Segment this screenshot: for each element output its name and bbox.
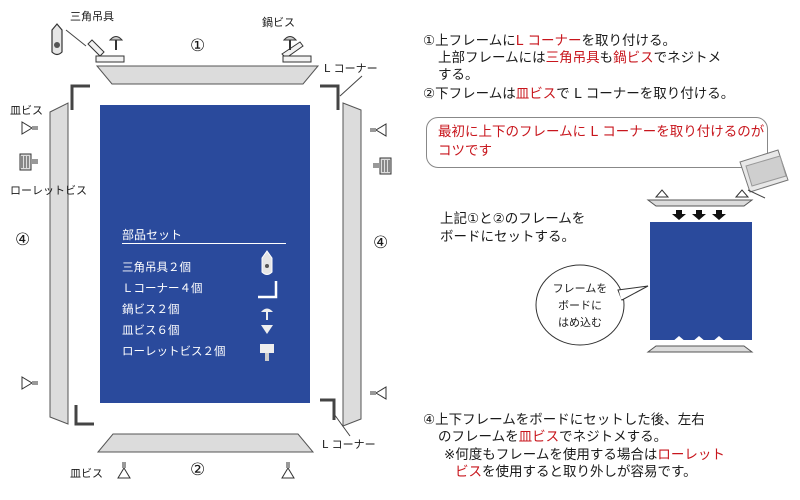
label-knurled-screw: ローレットビス (10, 184, 87, 197)
l-corner-top-left (70, 84, 90, 110)
kit-pan-screw-icon (261, 308, 273, 320)
step1-line3: する。 (438, 67, 479, 83)
kit-item-flat-screw: 皿ビス６個 (122, 323, 180, 337)
step4-line3: ※何度もフレームを使用する場合はローレット (444, 447, 725, 463)
step-number-4-right: ④ (373, 233, 389, 253)
label-hanger: 三角吊具 (70, 10, 114, 23)
flat-screw-icon (281, 462, 295, 479)
inset-diagram (646, 149, 789, 353)
kit-item-knurled-screw: ローレットビス２個 (122, 344, 226, 358)
l-corner-bottom-right (320, 398, 336, 420)
step-number-4-left: ④ (15, 230, 31, 250)
tip-text: 最初に上下のフレームに L コーナーを取り付けるのがコツです (438, 124, 765, 159)
flat-screw-icon (370, 386, 387, 400)
step-number-1: ① (190, 36, 206, 56)
kit-hanger-icon (261, 250, 273, 275)
exploded-diagram (19, 23, 392, 479)
inset-caption: 上記①と②のフレームを ボードにセットする。 (440, 211, 586, 245)
step4-line4: ビスを使用すると取り外しが容易です。 (455, 464, 697, 480)
step4-line1: ④上下フレームをボードにセットした後、左右 (423, 412, 705, 428)
step2-line: ②下フレームは皿ビスで L コーナーを取り付ける。 (423, 86, 735, 102)
flat-screw-icon (21, 121, 38, 135)
flat-screw-icon (370, 123, 387, 137)
label-pan-screw: 鍋ビス (262, 16, 295, 29)
inset-bottom-frame (646, 345, 754, 353)
kit-divider (122, 243, 286, 244)
bottom-frame (96, 433, 315, 453)
kit-item-hanger: 三角吊具２個 (122, 260, 191, 274)
flat-screw-icon (21, 376, 38, 390)
speech-bubble (535, 264, 649, 346)
step-number-2: ② (190, 460, 206, 480)
knurled-screw-icon (373, 157, 392, 175)
corner-detail (739, 149, 789, 199)
kit-knurled-screw-icon (260, 344, 274, 361)
label-corner-bottom: L コーナー (322, 438, 376, 451)
l-corner-top-right (320, 84, 340, 110)
label-corner-top: L コーナー (324, 62, 378, 75)
board (100, 105, 310, 403)
flat-screw-icon (117, 462, 131, 479)
l-corner-bottom-left (74, 405, 94, 426)
kit-flat-screw-icon (261, 325, 273, 334)
pan-screw-icon (282, 36, 298, 50)
tip-box (426, 117, 768, 168)
step1-line2: 上部フレームには三角吊具も鍋ビスでネジトメ (438, 50, 722, 66)
kit-l-corner-icon (258, 281, 278, 299)
pan-screw-icon (108, 36, 124, 50)
triangle-hanger-icon (51, 23, 63, 56)
kit-title: 部品セット (122, 228, 183, 242)
label-flat-screw-bottom: 皿ビス (70, 467, 103, 480)
kit-item-pan-screw: 鍋ビス２個 (122, 302, 180, 316)
label-flat-screw-left: 皿ビス (10, 104, 43, 117)
kit-item-l-corner: Ｌコーナー４個 (122, 281, 203, 295)
left-frame (49, 102, 69, 425)
knurled-screw-icon (19, 153, 38, 171)
inset-board (650, 222, 752, 340)
right-frame (342, 102, 362, 427)
top-frame (95, 65, 320, 85)
inset-top-frame (646, 199, 754, 207)
bubble-text: フレームを ボードに はめ込む (552, 282, 608, 329)
step1-line1: ①上フレームにL コーナーを取り付ける。 (423, 33, 677, 49)
step4-line2: のフレームを皿ビスでネジトメする。 (438, 429, 668, 445)
